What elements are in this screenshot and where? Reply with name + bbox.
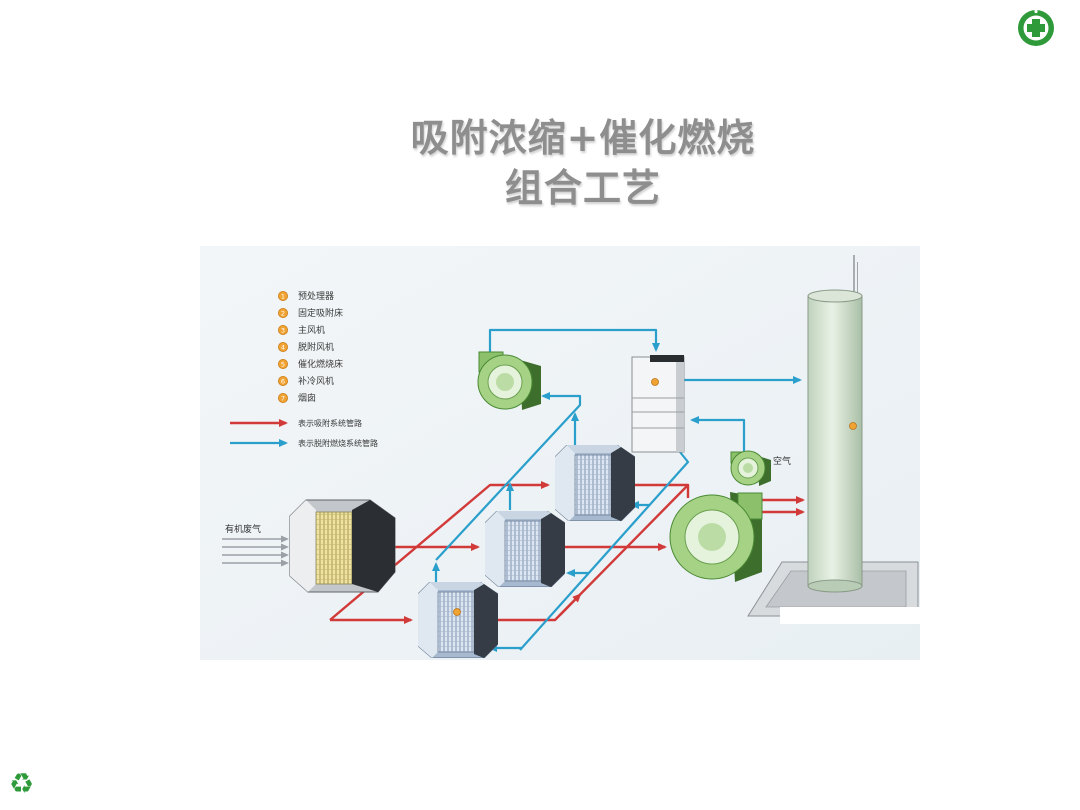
adsorption-bed-middle [485, 511, 565, 587]
legend-number: 4 [281, 343, 285, 351]
pipe-legend: 表示吸附系统管路 表示脱附燃烧系统管路 [230, 418, 378, 448]
legend-item: 1 预处理器 [277, 290, 334, 302]
equipment-number-marker [453, 608, 461, 616]
recycle-icon [9, 768, 41, 800]
main-fan [669, 492, 763, 582]
pipe-return-manifold [519, 451, 690, 651]
legend-label: 固定吸附床 [298, 307, 343, 319]
preprocessor-filter [315, 511, 353, 585]
chimney-stack [807, 295, 863, 587]
chimney [807, 255, 863, 593]
legend-label: 预处理器 [298, 290, 334, 302]
preprocessor-dark-side [352, 500, 395, 592]
legend-item: 7 烟囱 [277, 392, 316, 404]
legend-marker [277, 375, 288, 386]
legend-label: 脱附风机 [298, 341, 334, 353]
waste-gas-inlet-arrows [222, 535, 289, 567]
legend-number: 7 [281, 394, 285, 402]
legend-number: 2 [281, 309, 285, 317]
legend-marker [277, 358, 288, 369]
legend-label: 催化燃烧床 [298, 358, 343, 370]
legend-number: 1 [281, 292, 285, 300]
legend-marker [277, 290, 288, 301]
green-cross-emblem-icon [1018, 9, 1054, 46]
legend-marker [277, 307, 288, 318]
cool-air-fan [730, 450, 771, 486]
desorption-fan [477, 351, 541, 410]
desorption-line-label: 表示脱附燃烧系统管路 [298, 438, 378, 448]
preprocessor [289, 499, 396, 593]
legend-label: 主风机 [298, 324, 325, 336]
chimney-top [807, 289, 863, 303]
organic-waste-gas-label: 有机废气 [225, 523, 261, 535]
air-label: 空气 [773, 455, 791, 467]
legend-number: 5 [281, 360, 285, 368]
legend-marker [277, 324, 288, 335]
legend-item: 4 脱附风机 [277, 341, 334, 353]
legend-item: 3 主风机 [277, 324, 325, 336]
pipe-outlet-arrow [559, 593, 582, 616]
slide-title-line-1: 吸附浓缩+催化燃烧 [410, 116, 756, 160]
fan-hub [496, 373, 514, 391]
legend-marker [277, 392, 288, 403]
legend-number: 6 [281, 377, 285, 385]
process-diagram: 1 预处理器 2 固定吸附床 3 主风机 4 脱附风机 5 催化燃烧床 [200, 246, 920, 660]
emblem-cross-horizontal [1027, 24, 1045, 32]
catalytic-cabinet-side [676, 357, 684, 452]
equipment-legend: 1 预处理器 2 固定吸附床 3 主风机 4 脱附风机 5 催化燃烧床 [277, 290, 343, 404]
pipe-desorption-fan-to-catalytic [488, 328, 660, 354]
legend-label: 烟囱 [298, 392, 316, 404]
legend-marker [277, 341, 288, 352]
fan-hub [743, 463, 753, 473]
catalytic-cabinet [631, 356, 685, 453]
emblem-dot [1034, 9, 1038, 14]
legend-item: 2 固定吸附床 [277, 307, 343, 319]
pipe-outlet-manifold-lower [498, 484, 689, 622]
legend-item: 6 补冷风机 [277, 375, 334, 387]
catalytic-combustion-bed [631, 355, 685, 453]
legend-item: 5 催化燃烧床 [277, 358, 343, 370]
adsorption-bed-top [555, 445, 635, 521]
legend-number: 3 [281, 326, 285, 334]
preprocessor-side [290, 500, 316, 592]
adsorption-bed-bottom [418, 582, 498, 658]
equipment-number-marker [849, 422, 857, 430]
catalytic-cabinet-top [650, 355, 684, 362]
fan-hub [698, 523, 726, 551]
chimney-bottom [807, 579, 863, 593]
white-strip [780, 607, 920, 624]
adsorption-line-label: 表示吸附系统管路 [298, 418, 362, 428]
equipment-number-marker [651, 378, 659, 386]
slide-title-line-2: 组合工艺 [504, 166, 661, 210]
pipe-cool-air-to-catalytic [690, 416, 746, 452]
legend-label: 补冷风机 [298, 375, 334, 387]
